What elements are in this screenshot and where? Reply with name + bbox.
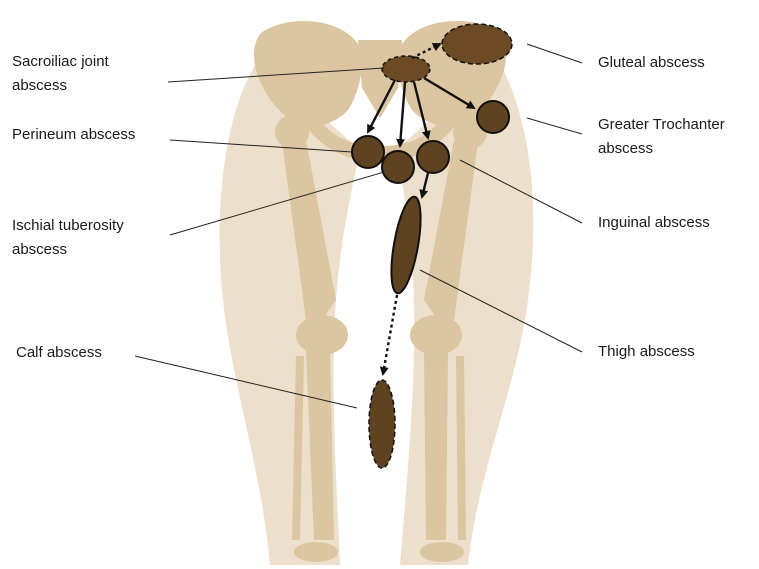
ischial-tuberosity-abscess — [382, 151, 414, 183]
label-perineum: Perineum abscess — [12, 123, 135, 147]
label-thigh: Thigh abscess — [598, 340, 695, 364]
arrow-to-ischial — [400, 82, 405, 146]
label-greater-trochanter: Greater Trochanter abscess — [598, 113, 725, 161]
label-ischial: Ischial tuberosity abscess — [12, 214, 124, 262]
label-gluteal-line1: Gluteal abscess — [598, 51, 705, 75]
right-knee — [410, 315, 462, 355]
leader-trochanter — [527, 118, 582, 134]
label-sacroiliac-line2: abscess — [12, 74, 109, 98]
label-calf-line1: Calf abscess — [16, 341, 102, 365]
greater-trochanter-abscess — [477, 101, 509, 133]
label-calf: Calf abscess — [16, 341, 102, 365]
label-perineum-line1: Perineum abscess — [12, 123, 135, 147]
gluteal-abscess — [442, 24, 512, 64]
left-foot — [294, 542, 338, 562]
label-greater-trochanter-line2: abscess — [598, 137, 725, 161]
inguinal-abscess — [417, 141, 449, 173]
label-inguinal-line1: Inguinal abscess — [598, 211, 710, 235]
left-knee — [296, 315, 348, 355]
label-sacroiliac: Sacroiliac joint abscess — [12, 50, 109, 98]
label-greater-trochanter-line1: Greater Trochanter — [598, 113, 725, 137]
perineum-abscess — [352, 136, 384, 168]
label-inguinal: Inguinal abscess — [598, 211, 710, 235]
label-thigh-line1: Thigh abscess — [598, 340, 695, 364]
label-gluteal: Gluteal abscess — [598, 51, 705, 75]
right-foot — [420, 542, 464, 562]
right-tibia — [424, 350, 448, 540]
label-ischial-line1: Ischial tuberosity — [12, 214, 124, 238]
arrow-to-calf — [383, 295, 397, 374]
label-sacroiliac-line1: Sacroiliac joint — [12, 50, 109, 74]
calf-abscess — [369, 380, 395, 468]
sacroiliac-abscess — [382, 56, 430, 82]
leader-gluteal — [527, 44, 582, 63]
label-ischial-line2: abscess — [12, 238, 124, 262]
